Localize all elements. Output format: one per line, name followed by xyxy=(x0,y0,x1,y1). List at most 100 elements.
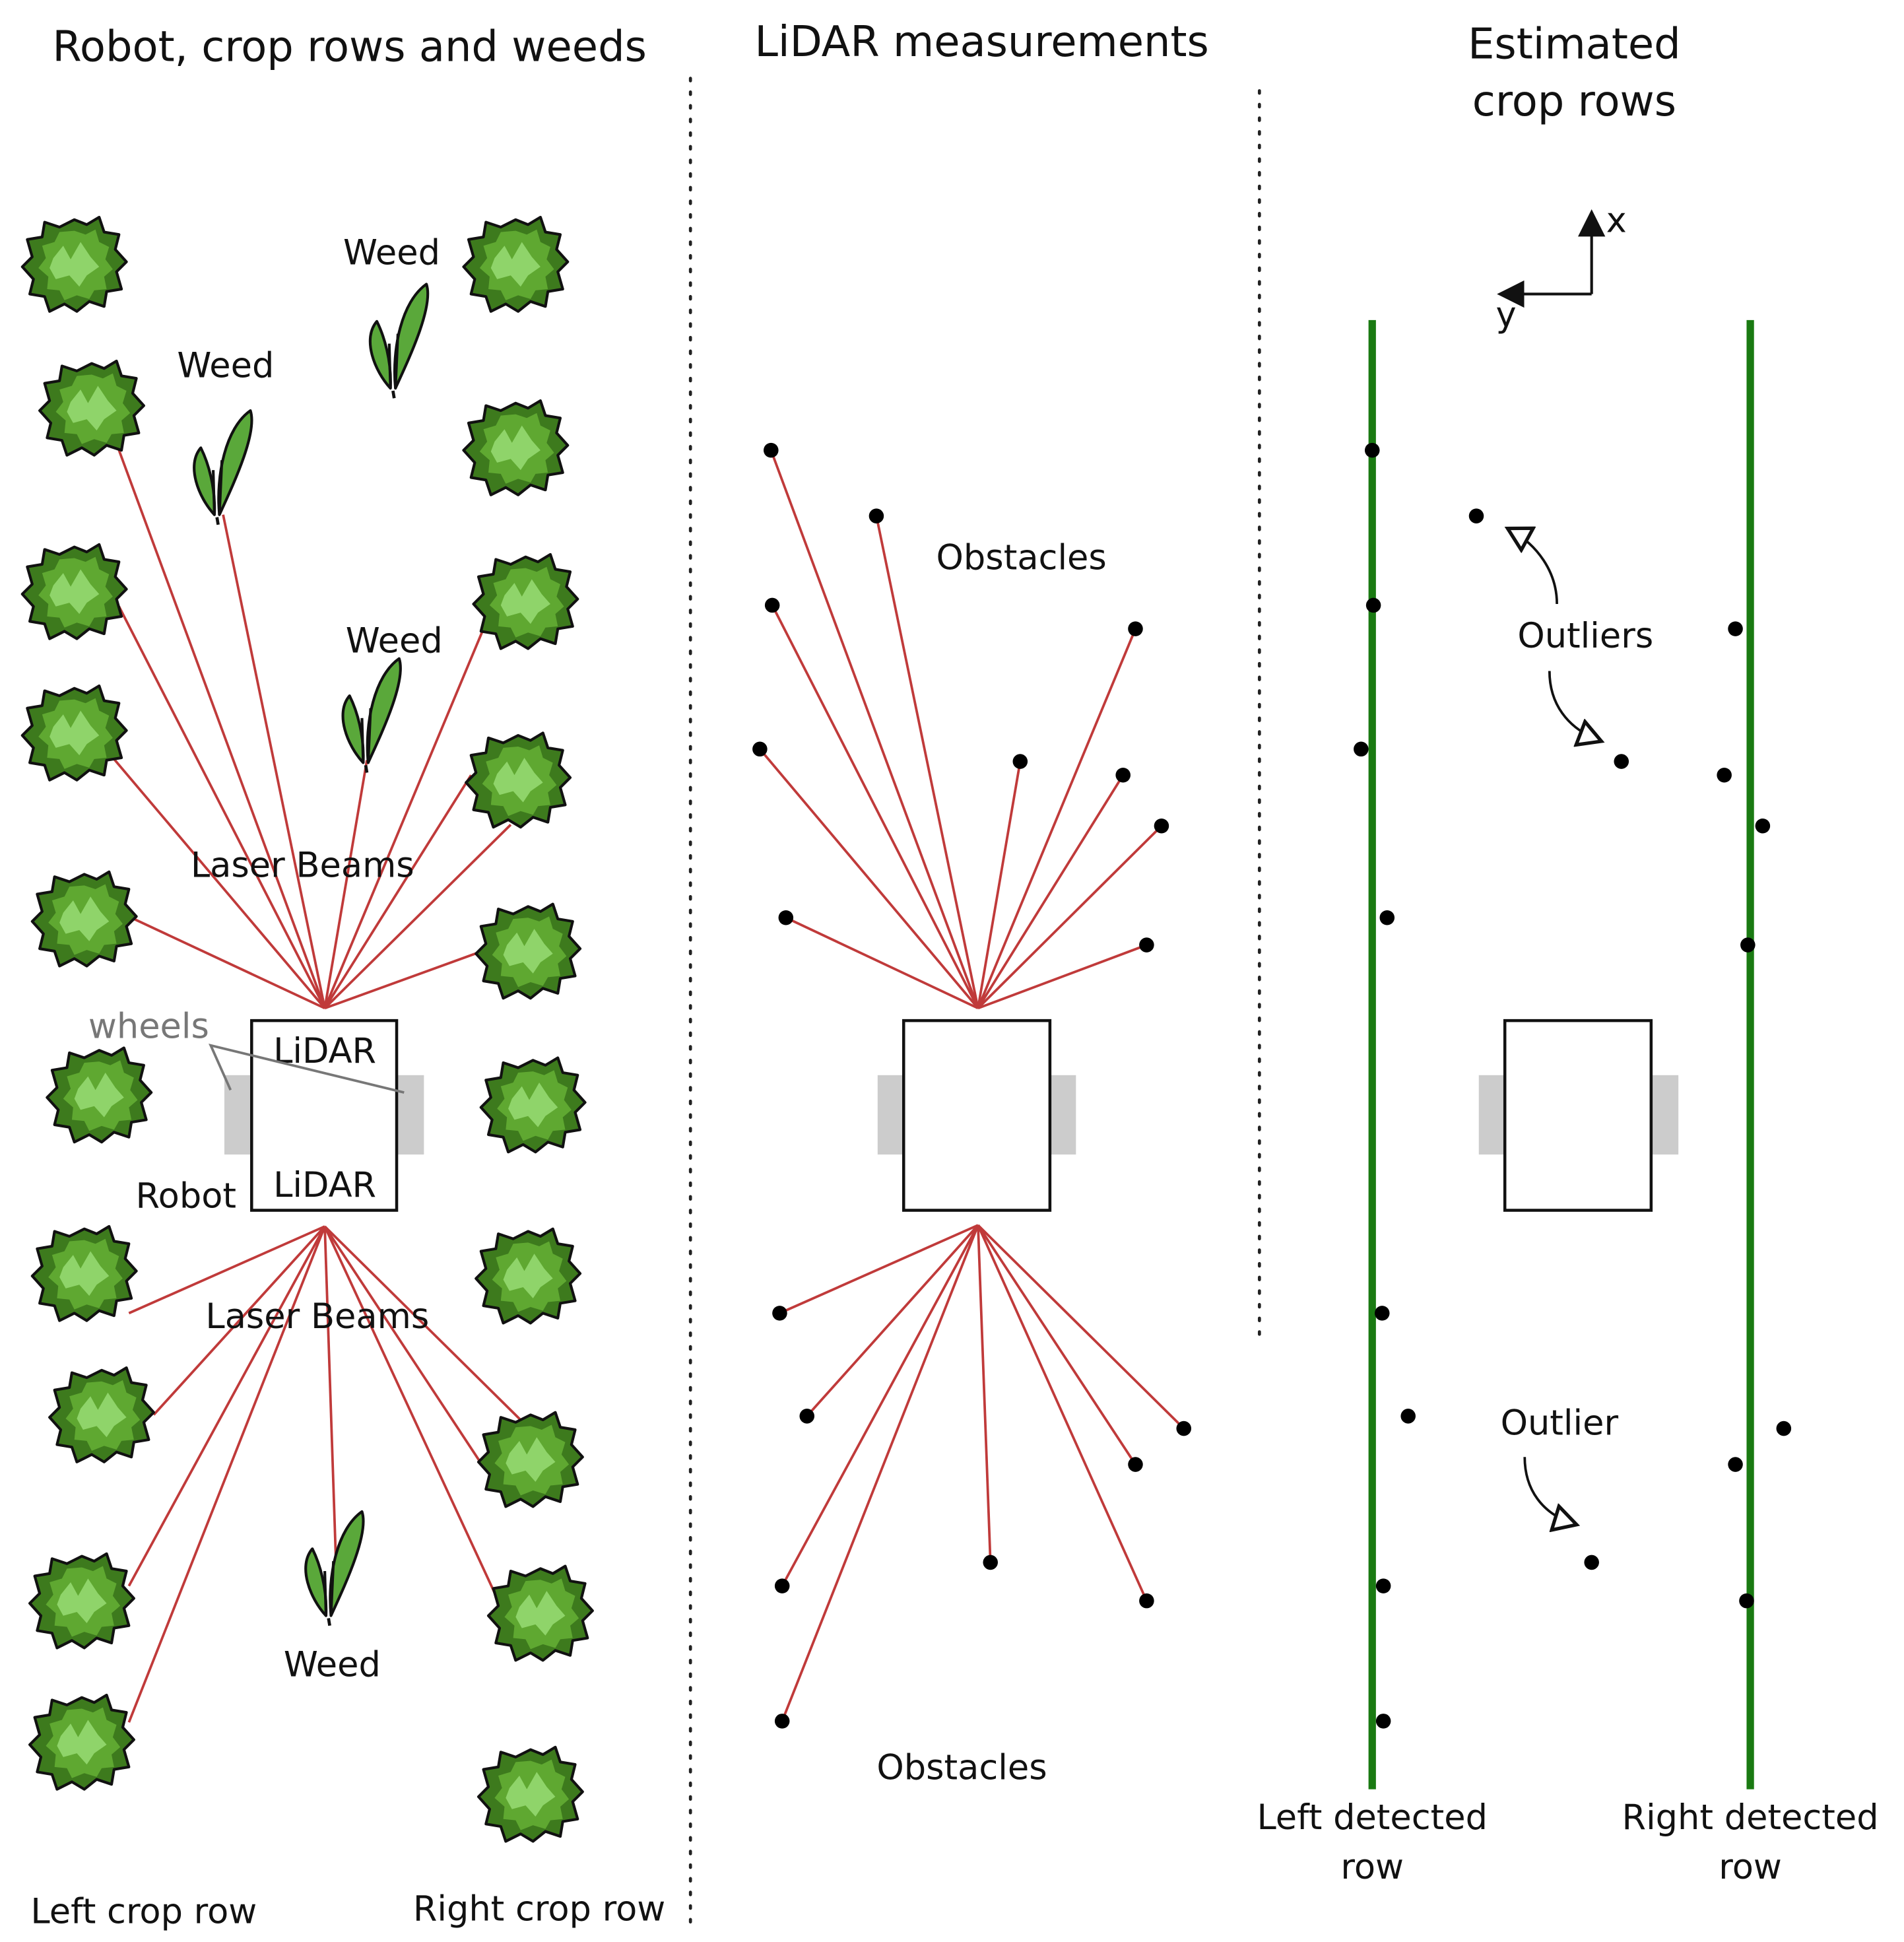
right-panel-title-line1: Estimated xyxy=(1468,20,1681,69)
outlier-points xyxy=(1468,508,1629,1570)
laser-beam xyxy=(133,918,325,1010)
lidar-point-icon xyxy=(1115,767,1131,783)
right-panel-title-line2: crop rows xyxy=(1472,77,1676,126)
laser-beam xyxy=(323,1226,500,1601)
right-crop-row-label: Right crop row xyxy=(413,1889,665,1929)
middle-panel: Obstacles Obstacles xyxy=(752,442,1192,1788)
outlier-point-icon xyxy=(1468,508,1484,523)
laser-beam xyxy=(977,774,1125,1009)
lidar-point-icon xyxy=(1776,1421,1792,1436)
laser-beam xyxy=(977,761,1022,1009)
lidar-point-icon xyxy=(774,1578,790,1593)
laser-beam xyxy=(106,749,326,1009)
lidar-point-icon xyxy=(1128,621,1143,636)
lidar-point-icon xyxy=(1364,442,1380,458)
right-panel: x y Outlier xyxy=(1257,201,1878,1887)
laser-beam xyxy=(128,1225,325,1315)
laser-beam xyxy=(977,943,1148,1010)
laser-beam xyxy=(977,628,1137,1009)
weed-label: Weed xyxy=(343,232,440,273)
crop-plant-icon xyxy=(30,1695,134,1790)
outlier-point-icon xyxy=(1614,754,1629,769)
laser-beam xyxy=(977,1224,1137,1465)
left-panel: Weed Weed Weed Weed LiDAR LiDAR Robot wh… xyxy=(22,217,665,1932)
laser-beam xyxy=(222,514,326,1009)
lidar-point-icon xyxy=(1139,937,1154,953)
lidar-point-icon xyxy=(1728,621,1743,636)
laser-beam xyxy=(323,1226,337,1562)
laser-beam xyxy=(977,1224,1148,1601)
left-detected-row-label-line1: Left detected xyxy=(1257,1797,1488,1838)
lidar-point-icon xyxy=(1012,754,1028,769)
outliers-arrow-up xyxy=(1510,529,1558,605)
left-crop-row-label: Left crop row xyxy=(30,1892,257,1932)
crop-plant-icon xyxy=(22,217,127,312)
laser-beam xyxy=(127,1226,326,1587)
laser-beam xyxy=(323,760,368,1009)
y-axis-label: y xyxy=(1496,294,1517,335)
crop-plant-icon xyxy=(47,1048,151,1142)
laser-beam xyxy=(806,1224,979,1417)
laser-beam xyxy=(323,1225,532,1431)
crop-plant-icon xyxy=(463,401,568,495)
laser-beam xyxy=(758,748,979,1009)
left-crop-row xyxy=(22,217,154,1790)
right-detected-row-label-line1: Right detected xyxy=(1622,1797,1879,1838)
lidar-point-icon xyxy=(1728,1457,1743,1472)
weed-label: Weed xyxy=(177,345,274,385)
crop-plant-icon xyxy=(466,733,570,827)
crop-plant-icon xyxy=(49,1368,154,1462)
weed-icon xyxy=(194,411,251,525)
laser-beam xyxy=(323,824,512,1009)
lidar-point-icon xyxy=(1400,1409,1416,1424)
laser-beam xyxy=(771,605,979,1009)
crop-plant-icon xyxy=(22,686,127,780)
upper-measurement-beams xyxy=(758,450,1163,1010)
lidar-point-icon xyxy=(778,910,794,925)
crop-plant-icon xyxy=(476,904,580,999)
lidar-point-icon xyxy=(1365,597,1381,613)
crop-plant-icon xyxy=(478,1747,583,1842)
obstacles-upper-label: Obstacles xyxy=(936,537,1107,578)
weed-label: Weed xyxy=(284,1645,381,1685)
crop-plant-icon xyxy=(481,1057,585,1152)
laser-beam xyxy=(779,1224,979,1315)
lidar-point-icon xyxy=(764,597,780,613)
right-detected-row-label-line2: row xyxy=(1719,1847,1782,1887)
robot-label: Robot xyxy=(135,1176,236,1217)
laser-beam xyxy=(977,1224,1185,1430)
wheels-pointer xyxy=(209,1043,405,1094)
laser-beam xyxy=(152,1225,326,1416)
lidar-point-icon xyxy=(1139,1593,1154,1609)
left-panel-title: Robot, crop rows and weeds xyxy=(52,22,646,71)
weed-icon xyxy=(370,284,428,398)
lidar-point-icon xyxy=(869,508,884,523)
lidar-point-icon xyxy=(1379,910,1395,925)
laser-beam xyxy=(117,450,326,1009)
laser-beams-lower-label: Laser Beams xyxy=(205,1296,429,1337)
outlier-label: Outlier xyxy=(1501,1403,1619,1443)
coordinate-axes: x y xyxy=(1496,201,1627,335)
outliers-label: Outliers xyxy=(1517,616,1653,656)
upper-laser-beams xyxy=(106,450,512,1010)
lidar-point-icon xyxy=(1374,1306,1390,1321)
middle-panel-title: LiDAR measurements xyxy=(754,18,1209,67)
laser-beam xyxy=(323,774,473,1009)
lidar-point-icon xyxy=(772,1306,787,1321)
lidar-rear-label: LiDAR xyxy=(273,1165,376,1205)
crop-plant-icon xyxy=(478,1413,583,1507)
lower-measurement-beams xyxy=(779,1224,1185,1722)
outlier-point-icon xyxy=(1584,1555,1599,1570)
crop-plant-icon xyxy=(40,361,144,455)
lidar-point-icon xyxy=(752,741,768,757)
robot-body-icon xyxy=(902,1019,1052,1212)
laser-beam xyxy=(323,628,485,1009)
weed-label: Weed xyxy=(346,620,443,661)
lidar-point-icon xyxy=(983,1555,998,1570)
crop-plant-icon xyxy=(32,1226,137,1321)
crop-plant-icon xyxy=(476,1229,580,1323)
laser-beam xyxy=(117,605,326,1009)
robot-body-icon xyxy=(1503,1019,1653,1212)
weed-icon xyxy=(343,659,401,773)
